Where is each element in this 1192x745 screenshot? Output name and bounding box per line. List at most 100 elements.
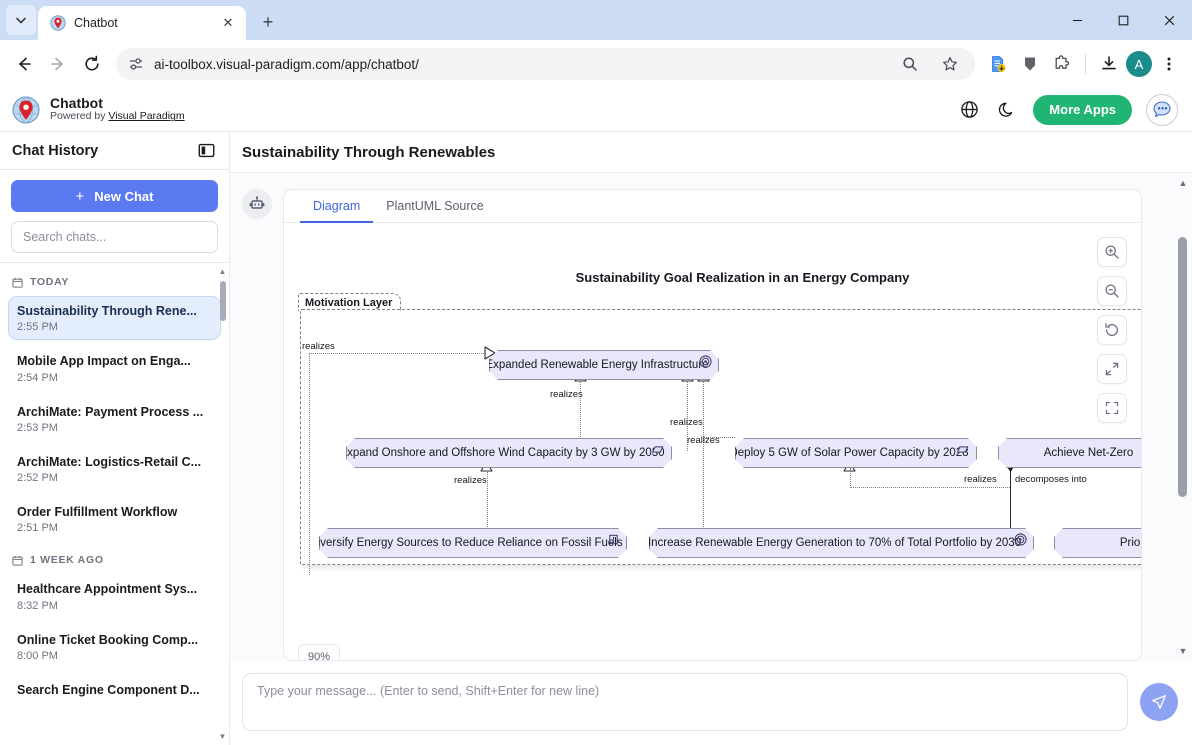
sidebar-scrollbar[interactable]: ▲ ▼ [218,267,227,741]
site-settings-icon[interactable] [128,56,144,72]
window-maximize-button[interactable] [1100,0,1146,40]
edge-realizes-4 [703,378,704,533]
panel-collapse-icon[interactable] [195,140,217,162]
sidebar-title: Chat History [12,143,98,159]
edge-realizes-1 [309,353,484,354]
edge-decomposes-into [1010,463,1011,535]
chat-history-item[interactable]: ArchiMate: Logistics-Retail C... 2:52 PM [8,447,221,491]
conversation-scroll-thumb[interactable] [1178,237,1187,497]
chat-history-item[interactable]: Mobile App Impact on Enga... 2:54 PM [8,346,221,390]
diagram-node[interactable]: Expand Onshore and Offshore Wind Capacit… [346,438,672,468]
window-minimize-button[interactable] [1054,0,1100,40]
forward-button[interactable] [42,48,74,80]
page-translate-icon[interactable] [983,49,1013,79]
edge-label: realizes [550,389,583,400]
chat-history-item[interactable]: Order Fulfillment Workflow 2:51 PM [8,497,221,541]
moon-icon[interactable] [995,98,1019,122]
address-bar[interactable]: ai-toolbox.visual-paradigm.com/app/chatb… [116,48,975,80]
globe-icon[interactable] [957,98,981,122]
diagram-node[interactable]: Deploy 5 GW of Solar Power Capacity by 2… [735,438,977,468]
fullscreen-icon[interactable] [1097,393,1127,423]
tab-search-button[interactable] [6,5,36,35]
browser-tabstrip: Chatbot ✕ + [0,0,1192,40]
chat-item-time: 8:32 PM [17,600,212,612]
visual-paradigm-link[interactable]: Visual Paradigm [108,110,184,122]
diagram-canvas[interactable]: Sustainability Goal Realization in an En… [284,223,1141,660]
chat-group-label: TODAY [30,276,69,288]
conversation-scrollbar[interactable]: ▲ ▼ [1176,177,1190,657]
tab-plantuml-source[interactable]: PlantUML Source [373,190,497,223]
search-chats-input[interactable] [11,221,218,253]
fit-screen-icon[interactable] [1097,354,1127,384]
chat-history-item[interactable]: Sustainability Through Rene... 2:55 PM [8,296,221,340]
chat-item-title: Search Engine Component D... [17,682,212,698]
diagram-node[interactable]: Diversify Energy Sources to Reduce Relia… [319,528,627,558]
scroll-down-arrow-icon[interactable]: ▼ [218,732,227,741]
app-header: Chatbot Powered by Visual Paradigm More … [0,88,1192,132]
chat-item-title: Mobile App Impact on Enga... [17,353,212,369]
scroll-down-arrow-icon[interactable]: ▼ [1177,645,1189,657]
reload-button[interactable] [76,48,108,80]
node-label: Deploy 5 GW of Solar Power Capacity by 2… [729,447,968,459]
bookmark-star-icon[interactable] [935,49,965,79]
app-body: Chat History + New Chat TODAY [0,132,1192,745]
edge-realizes-4-h [703,437,735,438]
sidebar-header: Chat History [0,132,229,170]
chevron-down-icon [15,14,27,26]
tab-diagram[interactable]: Diagram [300,190,373,223]
zoom-level-indicator[interactable]: 90% [298,644,340,660]
reset-icon[interactable] [1097,315,1127,345]
reload-icon [83,55,101,73]
diagram-node[interactable]: Increase Renewable Energy Generation to … [649,528,1034,558]
chat-history-item[interactable]: Search Engine Component D... [8,675,221,705]
calendar-icon [12,277,23,288]
more-apps-button[interactable]: More Apps [1033,95,1132,125]
app-header-actions: More Apps [957,94,1178,126]
profile-avatar[interactable]: A [1126,51,1152,77]
back-button[interactable] [8,48,40,80]
new-tab-button[interactable]: + [254,8,282,36]
conversation-area: Diagram PlantUML Source Sustainability G… [230,172,1192,661]
chat-bubble-icon[interactable] [1146,94,1178,126]
chat-item-time: 2:55 PM [17,321,212,333]
sidebar-scroll-thumb[interactable] [220,281,226,321]
edge-realizes-6-v [850,468,851,488]
zoom-in-icon[interactable] [1097,237,1127,267]
extensions-icon[interactable] [1047,49,1077,79]
window-close-button[interactable] [1146,0,1192,40]
send-icon [1150,693,1168,711]
node-label: Prior [1120,537,1141,549]
search-icon[interactable] [895,49,925,79]
chat-history-list[interactable]: TODAY Sustainability Through Rene... 2:5… [0,263,229,745]
chat-history-item[interactable]: Online Ticket Booking Comp... 8:00 PM [8,625,221,669]
diagram-node[interactable]: Expanded Renewable Energy Infrastructure [489,350,719,380]
chat-item-title: Sustainability Through Rene... [17,303,212,319]
send-button[interactable] [1140,683,1178,721]
chatbot-app: Chatbot Powered by Visual Paradigm More … [0,88,1192,745]
forward-arrow-icon [49,55,67,73]
diagram-node[interactable]: Prior [1054,528,1141,558]
tab-close-icon[interactable]: ✕ [218,13,238,33]
zoom-out-icon[interactable] [1097,276,1127,306]
chat-history-item[interactable]: ArchiMate: Payment Process ... 2:53 PM [8,397,221,441]
diagram-tabs: Diagram PlantUML Source [284,190,1141,223]
browser-menu-button[interactable] [1154,49,1184,79]
chat-item-time: 2:51 PM [17,522,212,534]
diagram-node[interactable]: Achieve Net-Zero [998,438,1141,468]
message-input[interactable] [242,673,1128,731]
browser-tab[interactable]: Chatbot ✕ [38,6,246,40]
diagram-message-card: Diagram PlantUML Source Sustainability G… [283,189,1142,661]
app-name: Chatbot [50,96,185,111]
diagram-title: Sustainability Goal Realization in an En… [284,270,1141,285]
chat-item-time: 2:54 PM [17,372,212,384]
chat-history-item[interactable]: Healthcare Appointment Sys... 8:32 PM [8,574,221,618]
goal-icon [699,355,712,368]
kebab-menu-icon [1160,55,1178,73]
new-chat-button[interactable]: + New Chat [11,180,218,212]
message-composer [230,661,1192,745]
clipboard-icon[interactable] [1015,49,1045,79]
downloads-icon[interactable] [1094,49,1124,79]
maximize-icon [1118,15,1129,26]
scroll-up-arrow-icon[interactable]: ▲ [218,267,227,276]
scroll-up-arrow-icon[interactable]: ▲ [1177,177,1189,189]
